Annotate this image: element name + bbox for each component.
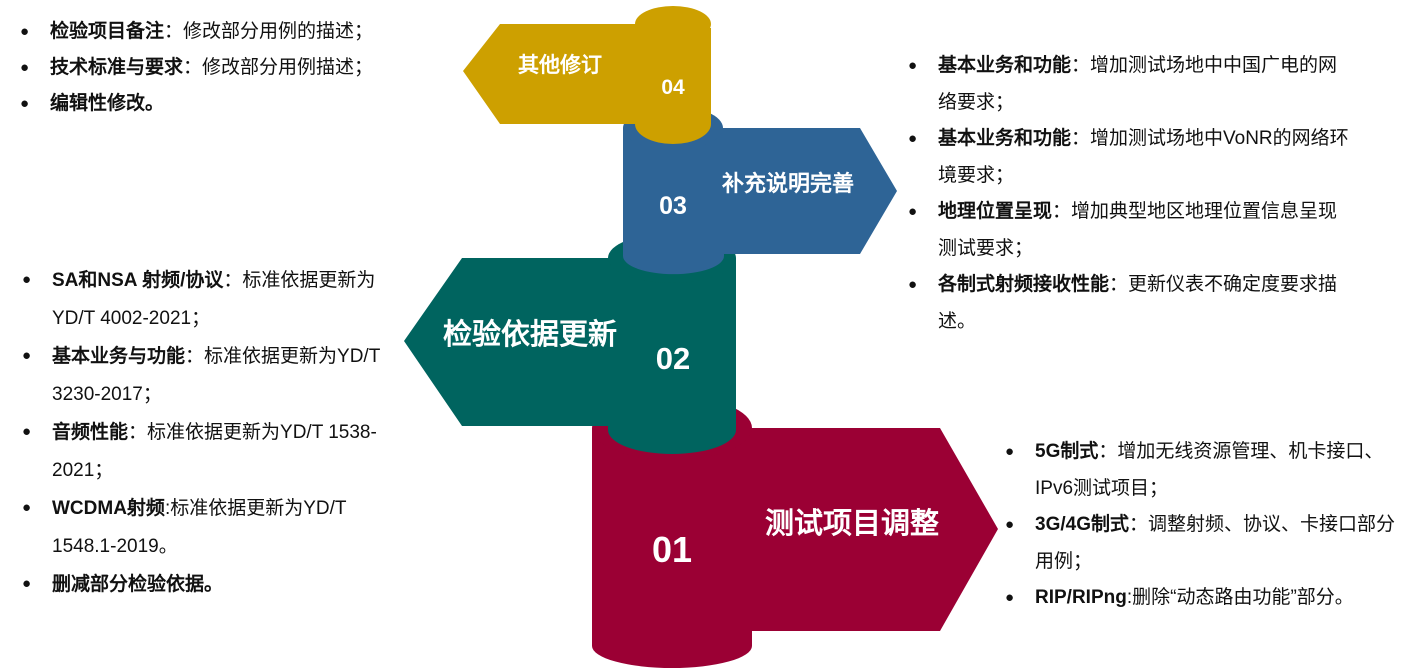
stage-02-list: SA和NSA 射频/协议：标准依据更新为YD/T 4002-2021； 基本业务…	[20, 262, 405, 604]
list-item: 基本业务和功能：增加测试场地中中国广电的网络要求；	[906, 48, 1356, 121]
list-item: 5G制式：增加无线资源管理、机卡接口、IPv6测试项目；	[1003, 434, 1405, 507]
stage-01-title: 测试项目调整	[765, 507, 939, 540]
item-key: 基本业务与功能	[52, 346, 186, 367]
stage-03-number: 03	[659, 192, 687, 220]
item-key: 检验项目备注	[50, 21, 165, 42]
item-text: ：调整射频、协议、卡接口部分用例；	[1035, 514, 1395, 572]
stage-04-list: 检验项目备注：修改部分用例的描述； 技术标准与要求：修改部分用例描述； 编辑性修…	[18, 14, 438, 122]
item-key: 音频性能	[52, 422, 129, 443]
item-text: ：修改部分用例描述；	[183, 57, 374, 78]
stage-04-number: 04	[661, 76, 685, 99]
stage-04-cylinder-top	[635, 6, 711, 42]
list-item: 音频性能：标准依据更新为YD/T 1538-2021；	[20, 414, 405, 490]
stage-02-title: 检验依据更新	[443, 317, 617, 351]
item-key: SA和NSA 射频/协议	[52, 270, 224, 291]
list-item: RIP/RIPng:删除“动态路由功能”部分。	[1003, 580, 1405, 617]
list-item: 地理位置呈现：增加典型地区地理位置信息呈现测试要求；	[906, 194, 1356, 267]
list-item: 检验项目备注：修改部分用例的描述；	[18, 14, 438, 50]
item-key: 删减部分检验依据。	[52, 574, 224, 595]
item-key: 3G/4G制式	[1035, 514, 1129, 535]
stage-01-shape	[592, 428, 998, 668]
item-key: RIP/RIPng	[1035, 587, 1127, 608]
item-text: ：增加典型地区地理位置信息呈现测试要求；	[938, 201, 1338, 259]
item-key: 技术标准与要求	[50, 57, 184, 78]
item-text: ：增加无线资源管理、机卡接口、IPv6测试项目；	[1035, 441, 1384, 499]
item-key: 5G制式	[1035, 441, 1099, 462]
stage-03-shape	[623, 128, 897, 275]
item-key: 编辑性修改。	[50, 93, 165, 114]
item-text: :删除“动态路由功能”部分。	[1126, 587, 1354, 608]
list-item: 3G/4G制式：调整射频、协议、卡接口部分用例；	[1003, 507, 1405, 580]
stage-04-title: 其他修订	[518, 53, 602, 77]
list-item: 编辑性修改。	[18, 86, 438, 122]
stage-04-block: 其他修订 04	[463, 6, 711, 144]
item-text: ：更新仪表不确定度要求描述。	[938, 274, 1338, 332]
item-text: ：标准依据更新为YD/T 1538-2021；	[52, 422, 377, 481]
stage-02-shape	[404, 258, 736, 454]
item-key: 各制式射频接收性能	[938, 274, 1110, 295]
stage-03-list: 基本业务和功能：增加测试场地中中国广电的网络要求； 基本业务和功能：增加测试场地…	[906, 48, 1356, 340]
stage-02-number: 02	[656, 341, 690, 376]
list-item: 技术标准与要求：修改部分用例描述；	[18, 50, 438, 86]
stage-03-title: 补充说明完善	[721, 171, 854, 196]
stage-01-number: 01	[652, 529, 692, 570]
item-text: ：标准依据更新为YD/T 4002-2021；	[52, 270, 376, 329]
item-text: :标准依据更新为YD/T 1548.1-2019。	[52, 498, 347, 557]
list-item: SA和NSA 射频/协议：标准依据更新为YD/T 4002-2021；	[20, 262, 405, 338]
list-item: 基本业务与功能：标准依据更新为YD/T 3230-2017；	[20, 338, 405, 414]
item-key: WCDMA射频	[52, 498, 165, 519]
list-item: 各制式射频接收性能：更新仪表不确定度要求描述。	[906, 267, 1356, 340]
list-item: 基本业务和功能：增加测试场地中VoNR的网络环境要求；	[906, 121, 1356, 194]
item-text: ：修改部分用例的描述；	[164, 21, 374, 42]
item-key: 地理位置呈现	[938, 201, 1053, 222]
stage-04-shape	[463, 24, 711, 144]
item-key: 基本业务和功能	[938, 128, 1072, 149]
list-item: WCDMA射频:标准依据更新为YD/T 1548.1-2019。	[20, 490, 405, 566]
item-text: ：增加测试场地中VoNR的网络环境要求；	[938, 128, 1349, 186]
item-key: 基本业务和功能	[938, 55, 1072, 76]
stage-01-list: 5G制式：增加无线资源管理、机卡接口、IPv6测试项目； 3G/4G制式：调整射…	[1003, 434, 1405, 617]
list-item: 删减部分检验依据。	[20, 566, 405, 604]
item-text: ：增加测试场地中中国广电的网络要求；	[938, 55, 1338, 113]
item-text: ：标准依据更新为YD/T 3230-2017；	[52, 346, 380, 405]
